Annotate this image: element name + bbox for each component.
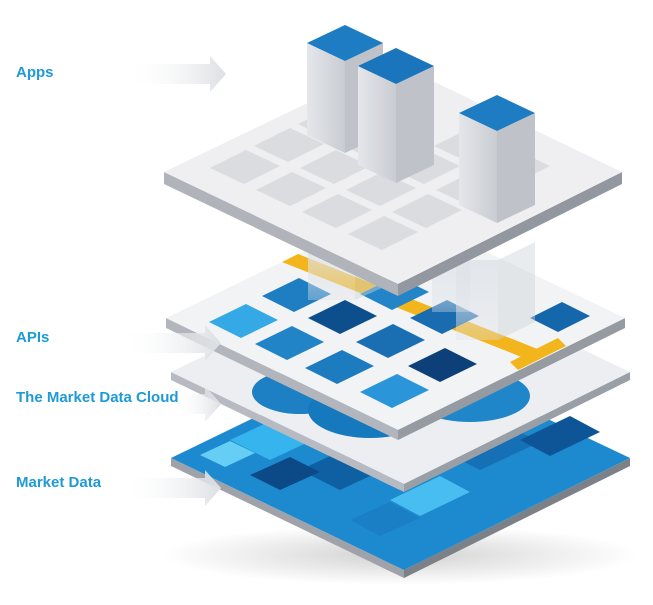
app-tower-2 [358,48,434,183]
apps-layer [164,25,622,296]
app-tower-3 [459,95,535,223]
arrow-market-data-icon [120,470,221,506]
label-market-data: Market Data [16,474,102,491]
arrow-apis-icon [120,325,221,361]
arrow-apps-icon [125,56,226,92]
label-market-data-cloud: The Market Data Cloud [16,389,179,406]
label-apis: APIs [16,329,50,346]
label-apps: Apps [16,64,54,81]
arrow-cloud-icon [175,386,221,422]
api-tile-grid [209,276,590,408]
